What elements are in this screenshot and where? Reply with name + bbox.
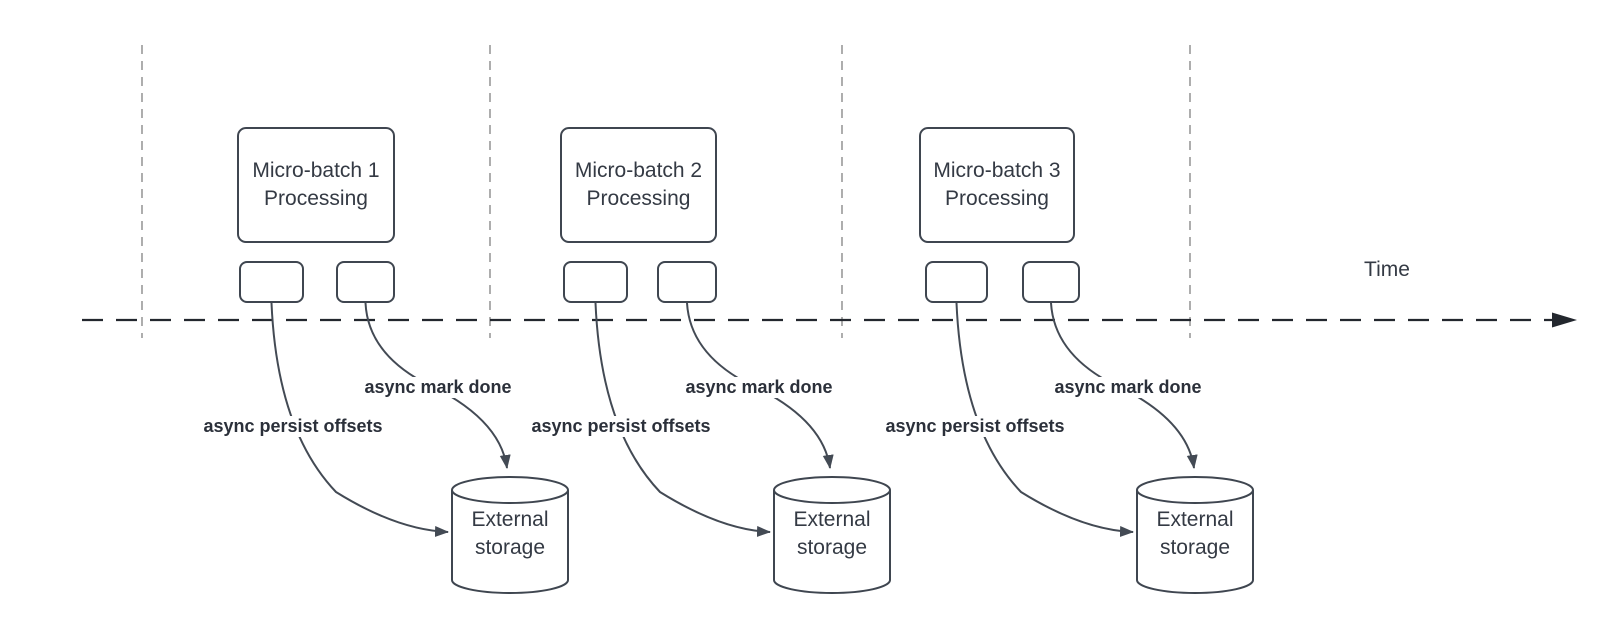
mark-done-edge-label-3: async mark done: [1051, 377, 1205, 398]
storage-cylinder-2: [773, 476, 891, 594]
microbatch-3-processing-label: Micro-batch 3 Processing: [933, 158, 1061, 210]
done-task-box-2: [657, 261, 717, 303]
time-axis-arrowhead-icon: [1552, 312, 1577, 328]
mark-done-edge-label-1: async mark done: [361, 377, 515, 398]
time-axis-label: Time: [1364, 258, 1410, 281]
external-storage-label-3: External storage: [1156, 508, 1234, 560]
persist-offsets-edge-label-2: async persist offsets: [528, 416, 714, 437]
persist-offsets-arrow-3: [955, 302, 1134, 537]
persist-offsets-edge-label-1: async persist offsets: [200, 416, 386, 437]
storage-cylinder-3: [1136, 476, 1254, 594]
external-storage-label-1: External storage: [471, 508, 549, 560]
microbatch-2-processing-box: Micro-batch 2 Processing: [560, 127, 717, 243]
persist-offsets-arrow-1: [270, 302, 449, 537]
persist-task-box-3: [925, 261, 988, 303]
storage-cylinder-1: [451, 476, 569, 594]
persist-task-box-1: [239, 261, 304, 303]
external-storage-label-2: External storage: [793, 508, 871, 560]
persist-offsets-edge-label-3: async persist offsets: [882, 416, 1068, 437]
mark-done-edge-label-2: async mark done: [682, 377, 836, 398]
microbatch-1-processing-box: Micro-batch 1 Processing: [237, 127, 395, 243]
persist-offsets-arrow-2: [594, 302, 771, 537]
microbatch-3-processing-box: Micro-batch 3 Processing: [919, 127, 1075, 243]
persist-task-box-2: [563, 261, 628, 303]
microbatch-1-processing-label: Micro-batch 1 Processing: [252, 158, 380, 210]
microbatch-2-processing-label: Micro-batch 2 Processing: [574, 158, 703, 210]
done-task-box-1: [336, 261, 395, 303]
done-task-box-3: [1022, 261, 1080, 303]
